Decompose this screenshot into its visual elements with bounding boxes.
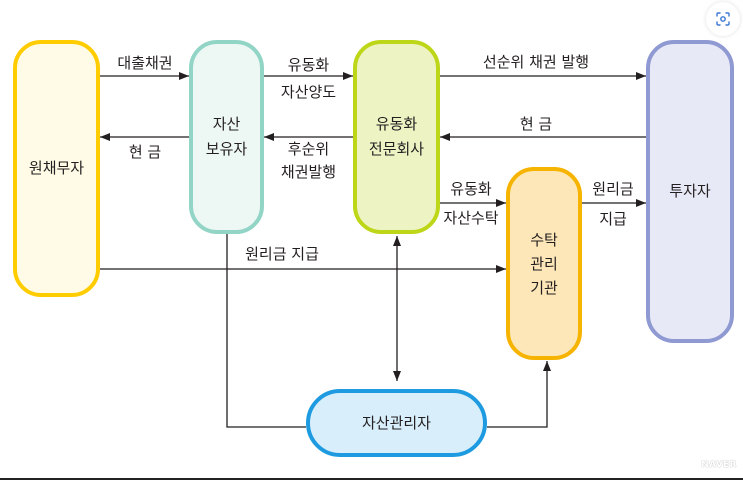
edge-label-asset-trust-line2: 자산수탁 (443, 209, 499, 227)
node-asset-holder: 자산 보유자 (189, 40, 264, 234)
bottom-divider (0, 478, 743, 480)
edge-label-payment-to-investor-line2: 지급 (599, 210, 627, 228)
edge-label-senior-bond: 선순위 채권 발행 (482, 53, 590, 71)
node-asset-manager: 자산관리자 (306, 389, 487, 457)
edge-label-loan-receivables: 대출채권 (117, 54, 173, 72)
node-trustee: 수탁 관리 기관 (506, 167, 582, 360)
edge-label-cash-to-debtor: 현 금 (128, 143, 162, 161)
image-search-button[interactable] (706, 2, 740, 36)
edge-manager-to-trustee-arrow (487, 361, 551, 428)
watermark-logo: NAVER (701, 460, 737, 470)
node-label-line: 유동화 (375, 115, 418, 133)
node-label: 원채무자 (28, 159, 85, 177)
node-original-debtor: 원채무자 (13, 40, 100, 297)
node-label-line: 보유자 (205, 140, 248, 158)
image-search-icon (716, 12, 730, 26)
node-label: 자산관리자 (361, 413, 431, 432)
node-label-line: 자산 (212, 115, 241, 133)
edge-label-cash-to-spc: 현 금 (519, 115, 553, 133)
node-investor: 투자자 (646, 40, 734, 343)
node-label-line: 수탁 (530, 230, 558, 249)
node-label-line: 전문회사 (368, 140, 425, 158)
edge-label-asset-transfer-line1: 유동화 (287, 56, 330, 74)
edge-label-asset-transfer-line2: 자산양도 (280, 83, 337, 101)
edge-label-asset-trust-line1: 유동화 (450, 180, 492, 198)
edge-label-subordinated-bond-line2: 채권발행 (280, 163, 337, 181)
node-label-line: 관리 (530, 254, 558, 273)
node-label: 투자자 (669, 182, 711, 200)
edge-label-payment-from-debtor: 원리금 지급 (245, 245, 319, 263)
node-securitization-company: 유동화 전문회사 (353, 40, 440, 234)
edge-label-payment-to-investor-line1: 원리금 (592, 180, 634, 198)
node-label-line: 기관 (530, 278, 558, 297)
edge-label-subordinated-bond-line1: 후순위 (287, 140, 330, 158)
